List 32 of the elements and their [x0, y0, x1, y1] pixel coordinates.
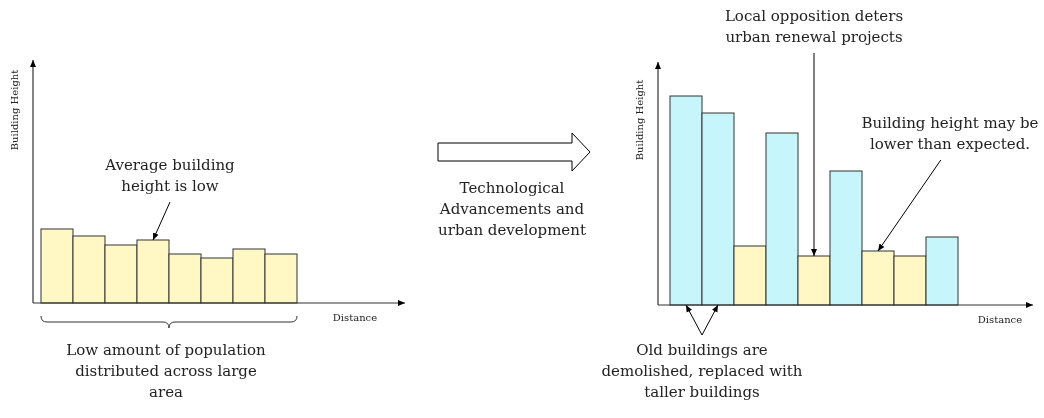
building-bar	[200, 257, 234, 304]
building-bar	[861, 250, 895, 306]
building-bar	[40, 228, 74, 304]
building-bar	[136, 239, 170, 304]
annotation-text: Local opposition deters urban renewal projects	[724, 6, 904, 48]
annotation-text: Average building height is low	[90, 155, 250, 197]
axis-label: Building Height	[9, 68, 21, 153]
arrow	[701, 304, 719, 336]
arrow	[152, 201, 171, 241]
building-bar	[829, 170, 863, 306]
axis-label: Building Height	[634, 78, 646, 163]
building-bar	[168, 253, 202, 304]
building-bar	[701, 112, 735, 306]
arrow	[877, 159, 942, 252]
building-bar	[669, 95, 703, 306]
building-bar	[893, 255, 927, 306]
building-bar	[104, 244, 138, 304]
building-bar	[797, 255, 831, 306]
axis-label: Distance	[976, 314, 1024, 326]
annotation-text: Building height may be lower than expected.	[858, 113, 1042, 155]
building-bar	[264, 253, 298, 304]
building-bar	[232, 248, 266, 304]
arrow	[685, 304, 703, 336]
arrow	[811, 52, 817, 257]
building-bar	[925, 236, 959, 306]
caption-text: Low amount of population distributed across large area	[65, 340, 267, 403]
building-bar	[733, 245, 767, 306]
caption-text: Technological Advancements and urban development	[437, 178, 587, 241]
annotation-text: Old buildings are demolished, replaced with taller buildings	[592, 340, 812, 403]
axis-label: Distance	[331, 312, 379, 324]
building-bar	[72, 235, 106, 304]
building-bar	[765, 132, 799, 306]
